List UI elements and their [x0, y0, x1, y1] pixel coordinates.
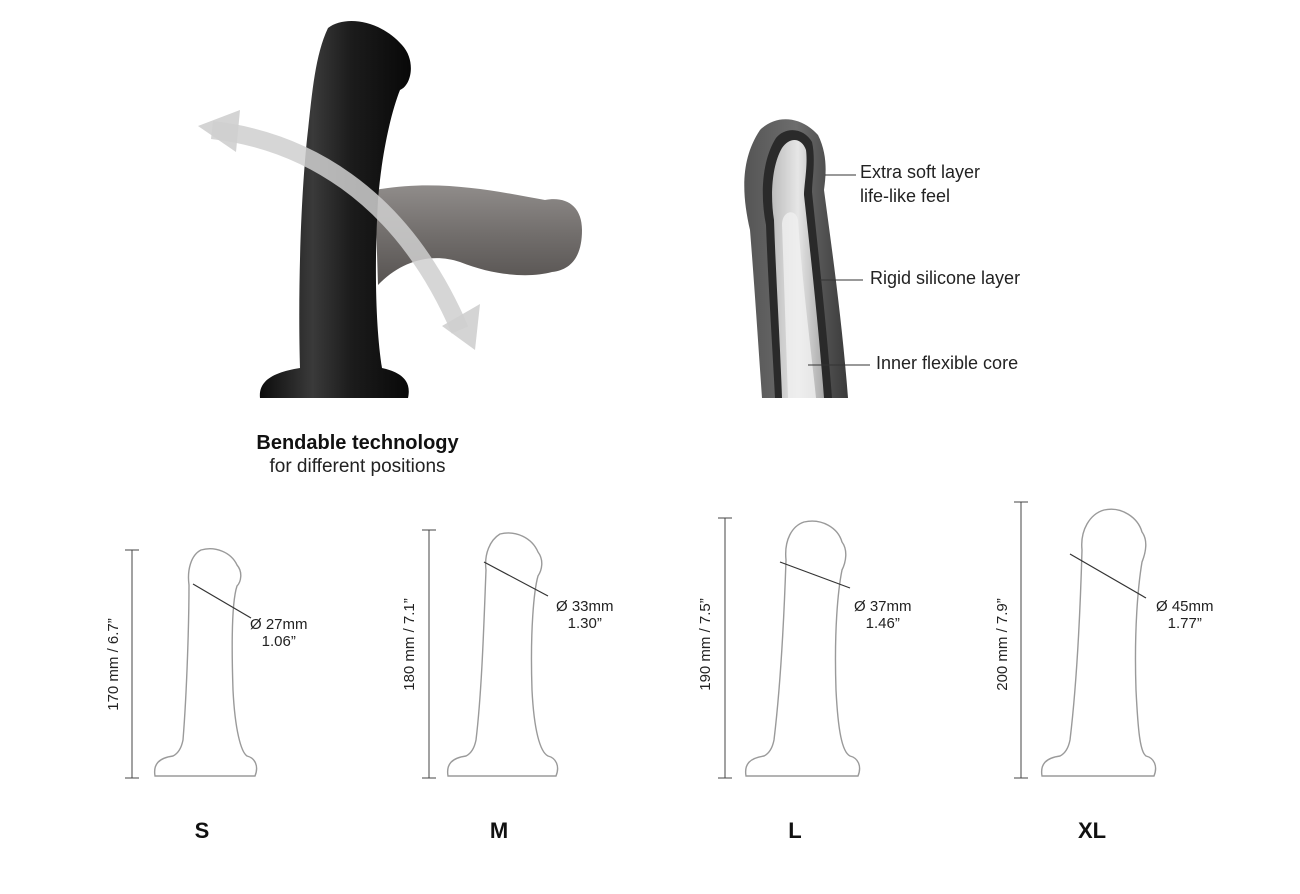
upright-shaft-black [259, 21, 411, 399]
diameter-in-m: 1.30” [567, 615, 602, 632]
height-label-s: 170 mm / 6.7” [104, 618, 122, 711]
layer-soft-line1: Extra soft layer [860, 162, 981, 182]
size-figure-m [422, 529, 559, 779]
size-figure-xl [1014, 501, 1157, 779]
size-name-m: M [489, 818, 509, 843]
diameter-label-l: Ø 37mm 1.46” [854, 598, 912, 632]
diameter-label-m: Ø 33mm 1.30” [556, 598, 614, 632]
cross-section-illustration [744, 119, 870, 399]
diameter-in-l: 1.46” [865, 615, 900, 632]
bendable-subtitle: for different positions [269, 456, 446, 477]
layer-rigid-text: Rigid silicone layer [870, 268, 1021, 288]
diameter-mm-s: Ø 27mm [250, 616, 308, 633]
size-name-s: S [194, 818, 210, 843]
size-name-l: L [788, 818, 802, 843]
height-label-l: 190 mm / 7.5” [696, 598, 714, 691]
diameter-in-xl: 1.77” [1167, 615, 1202, 632]
diameter-mm-xl: Ø 45mm [1156, 598, 1214, 615]
height-label-xl: 200 mm / 7.9” [993, 598, 1011, 691]
layer-label-core: Inner flexible core [876, 353, 1018, 374]
size-figure-l [718, 517, 861, 779]
bendable-illustration [198, 21, 582, 399]
bent-shaft-grey [375, 185, 582, 285]
diameter-label-s: Ø 27mm 1.06” [250, 616, 308, 650]
diameter-label-xl: Ø 45mm 1.77” [1156, 598, 1214, 632]
bendable-caption: Bendable technology for different positi… [200, 432, 515, 478]
layer-soft-line2: life-like feel [860, 186, 951, 206]
layer-core-text: Inner flexible core [876, 353, 1019, 373]
layer-label-soft: Extra soft layer life-like feel [860, 160, 980, 208]
diameter-mm-m: Ø 33mm [556, 598, 614, 615]
diameter-in-s: 1.06” [261, 633, 296, 650]
bend-arrow [210, 121, 469, 334]
height-label-m: 180 mm / 7.1” [400, 598, 418, 691]
size-name-xl: XL [1077, 818, 1107, 843]
bendable-title: Bendable technology [256, 432, 459, 454]
diameter-mm-l: Ø 37mm [854, 598, 912, 615]
size-figure-s [125, 548, 258, 779]
layer-label-rigid: Rigid silicone layer [870, 268, 1020, 289]
